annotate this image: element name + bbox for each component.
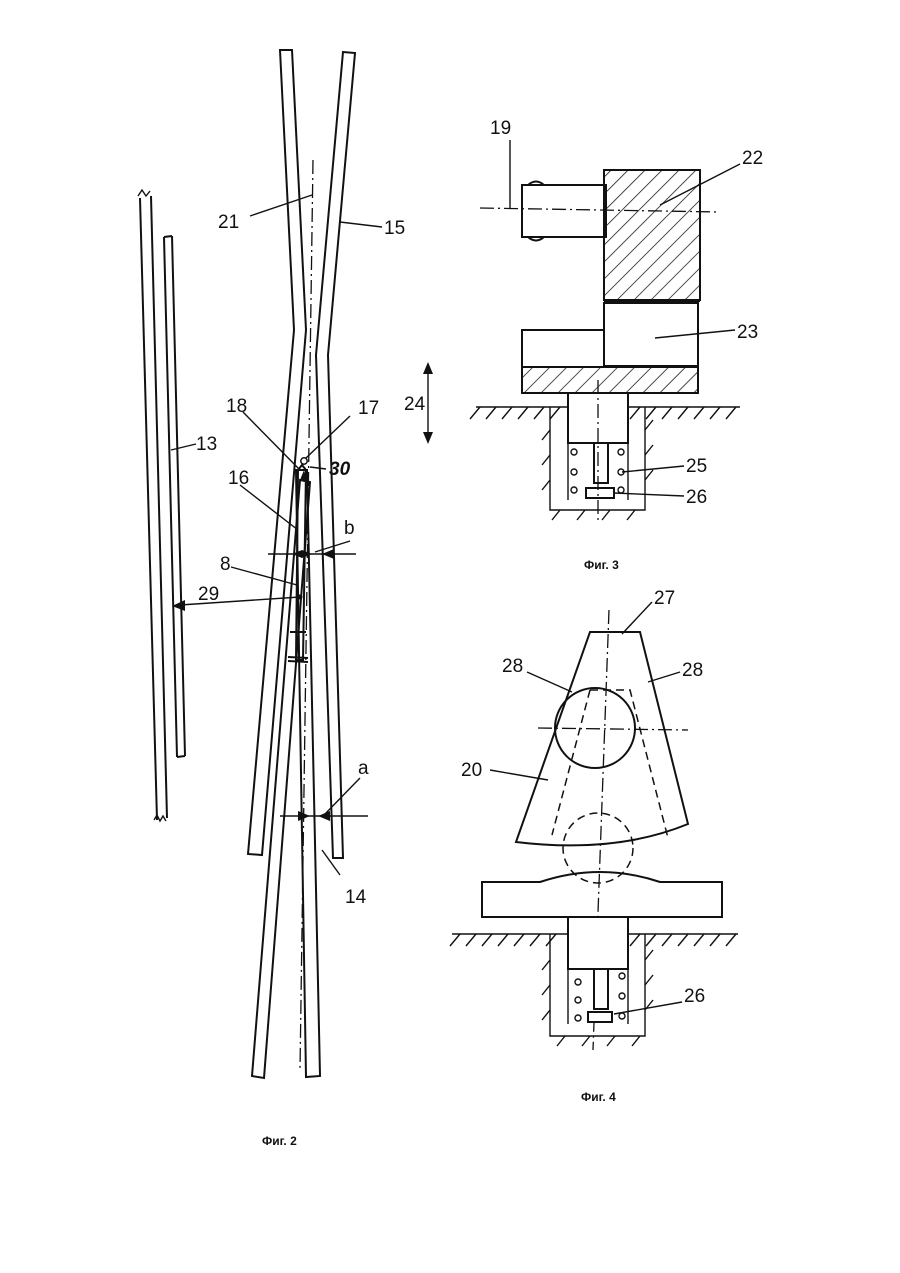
stock-rail-13: [138, 190, 185, 821]
fig4-base-flange: [482, 872, 722, 917]
frog-point: [296, 465, 306, 660]
rail-14: [296, 470, 320, 1077]
label-20: 20: [461, 760, 482, 781]
fig4-element-26: [588, 1012, 612, 1022]
label-30: 30: [329, 459, 351, 480]
label-13: 13: [196, 434, 217, 455]
label-25: 25: [686, 456, 707, 477]
fig3-base-plate: [522, 367, 698, 393]
element-26: [586, 488, 614, 498]
label-17: 17: [358, 398, 379, 419]
rail-15: [316, 52, 355, 858]
dimension-a: [280, 778, 368, 821]
label-23: 23: [737, 322, 758, 343]
rail-upper-left: [248, 50, 306, 855]
caption-fig3: Фиг. 3: [584, 558, 619, 572]
label-28-right: 28: [682, 660, 703, 681]
block-22: [604, 170, 700, 300]
label-26-fig4: 26: [684, 986, 705, 1007]
fig4-stem: [568, 917, 628, 969]
caption-fig4: Фиг. 4: [581, 1090, 616, 1104]
label-26-fig3: 26: [686, 487, 707, 508]
dimension-b: [268, 541, 356, 600]
label-a: a: [358, 758, 369, 779]
label-27: 27: [654, 588, 675, 609]
point-17-marker: [301, 458, 307, 464]
label-15: 15: [384, 218, 405, 239]
label-14: 14: [345, 887, 367, 908]
label-b: b: [344, 518, 355, 539]
fig3-side-block: [522, 330, 604, 367]
fig4-spindle: [594, 969, 608, 1009]
figure-4: 27 28 28 20 26 Фиг. 4: [450, 588, 738, 1104]
label-16: 16: [228, 468, 249, 489]
label-24: 24: [404, 394, 426, 415]
label-8: 8: [220, 554, 231, 575]
pin-19: [522, 182, 606, 241]
label-22: 22: [742, 148, 763, 169]
figure-2: 21 15 13 18 17 30 16 b 8 29 a 14 24 Фиг.…: [138, 50, 433, 1148]
fig3-spindle: [594, 443, 608, 483]
caption-fig2: Фиг. 2: [262, 1134, 297, 1148]
label-18: 18: [226, 396, 247, 417]
label-28-left: 28: [502, 656, 523, 677]
figure-3: 19 22 23 25 26 Фиг. 3: [470, 118, 763, 572]
leader-29: [172, 597, 300, 611]
label-21: 21: [218, 212, 239, 233]
label-29: 29: [198, 584, 219, 605]
label-19: 19: [490, 118, 511, 139]
